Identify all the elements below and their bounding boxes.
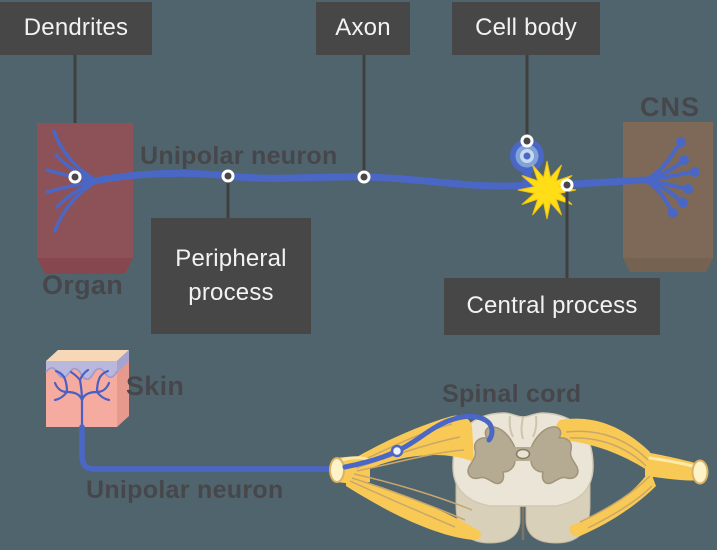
central-canal [515, 448, 531, 460]
axon-callout[interactable]: Axon [316, 2, 410, 55]
organ-label: Organ [42, 270, 124, 300]
axon-terminals [643, 137, 700, 218]
spinal-cord-label: Spinal cord [442, 380, 582, 408]
unipolar-neuron-upper-label: Unipolar neuron [140, 142, 338, 170]
skin-nerve-endings [53, 368, 111, 429]
central-marker [560, 178, 574, 192]
cell-body-marker [520, 134, 534, 148]
organ-illustration [37, 123, 133, 274]
cns-illustration [623, 122, 713, 272]
skin-illustration [45, 350, 129, 429]
star-burst-icon [517, 160, 577, 220]
dendrites-callout-label: Dendrites [23, 14, 129, 42]
peripheral-process-callout[interactable]: Peripheral process [151, 218, 311, 334]
central-process-callout-label: Central process [466, 292, 638, 320]
cell-body-callout-label: Cell body [475, 14, 577, 42]
axon-callout-label: Axon [335, 14, 391, 42]
peripheral-marker [221, 169, 235, 183]
gray-matter [467, 426, 579, 485]
dendrites-marker [68, 170, 82, 184]
axon-marker [357, 170, 371, 184]
lower-neuron-line [79, 424, 343, 472]
callout-connector-lines [73, 55, 529, 218]
spinal-cord-illustration [329, 412, 709, 544]
dendrites-callout[interactable]: Dendrites [0, 2, 152, 55]
terminal-buttons [668, 137, 700, 218]
peripheral-process-callout-label: Peripheral process [175, 244, 287, 306]
cell-body-callout[interactable]: Cell body [452, 2, 600, 55]
lower-neuron-node-marker [390, 444, 404, 458]
lower-neuron-central-branch [342, 413, 495, 470]
skin-label: Skin [126, 371, 185, 401]
cns-label: CNS [640, 92, 701, 122]
pointer-markers [68, 134, 574, 192]
cell-body-illustration [510, 139, 544, 186]
central-process-callout[interactable]: Central process [444, 278, 660, 335]
unipolar-neuron-lower-label: Unipolar neuron [86, 476, 284, 504]
